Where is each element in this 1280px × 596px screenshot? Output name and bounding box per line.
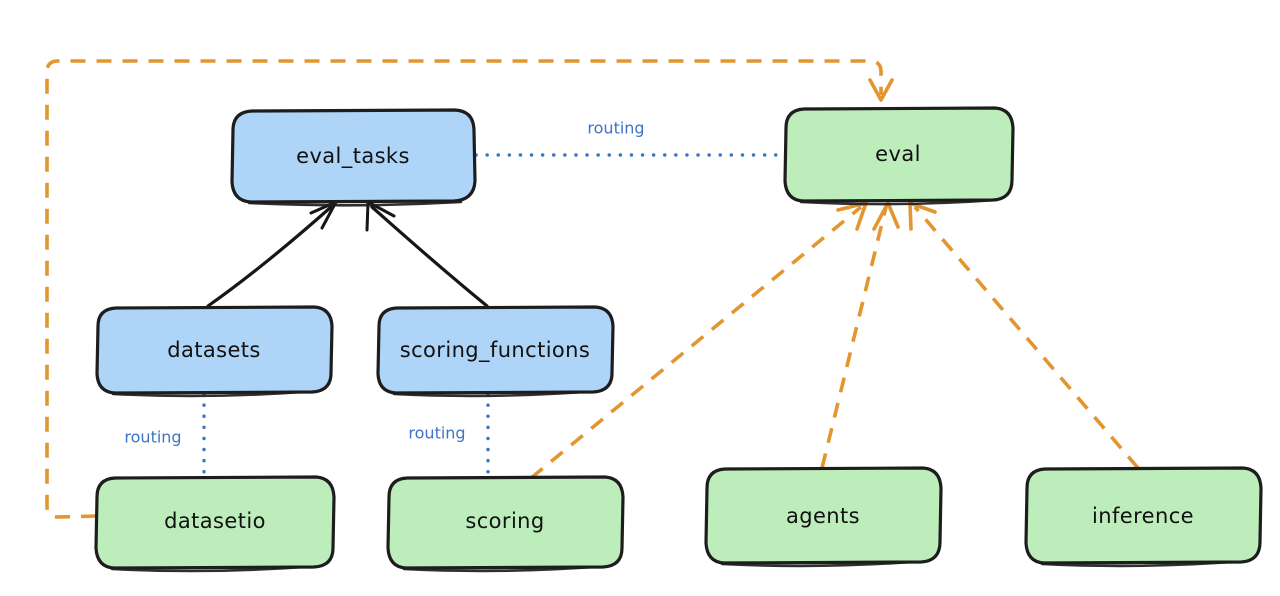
- node-eval-label: eval: [875, 142, 921, 166]
- node-datasetio-label: datasetio: [164, 509, 266, 533]
- node-agents-label: agents: [786, 504, 860, 528]
- node-eval[interactable]: eval: [783, 106, 1015, 206]
- node-eval_tasks[interactable]: eval_tasks: [230, 108, 477, 207]
- edge-datasetio-eval-arrowhead: [868, 78, 894, 102]
- node-datasets-box: [95, 305, 334, 395]
- edge-label-routing-scoring: routing: [408, 424, 465, 443]
- node-datasetio[interactable]: datasetio: [94, 475, 336, 573]
- edge-scoring_functions-eval_tasks[interactable]: [365, 200, 489, 308]
- node-scoring_functions-box: [376, 305, 615, 395]
- node-group: eval_tasks eval datasets scoring_functio…: [94, 106, 1263, 573]
- edge-label-routing-datasetio: routing: [124, 428, 181, 447]
- node-datasets[interactable]: datasets: [95, 305, 334, 398]
- node-scoring-label: scoring: [465, 509, 544, 533]
- node-inference[interactable]: inference: [1024, 466, 1263, 568]
- edge-inference-eval-path: [913, 205, 1140, 470]
- node-scoring[interactable]: scoring: [386, 475, 625, 573]
- edge-group-solid: [206, 200, 489, 308]
- node-scoring-box: [386, 475, 625, 570]
- edge-scoring_functions-eval_tasks-path: [370, 205, 489, 308]
- edge-datasets-eval_tasks[interactable]: [206, 200, 338, 308]
- node-eval_tasks-shadow: [247, 200, 463, 207]
- edge-scoring-eval-path: [529, 205, 863, 480]
- node-scoring_functions-label: scoring_functions: [400, 338, 590, 363]
- node-inference-box: [1024, 466, 1263, 565]
- node-datasetio-box: [94, 475, 336, 570]
- node-scoring_functions[interactable]: scoring_functions: [376, 305, 615, 398]
- edge-agents-eval-arrowhead: [872, 201, 900, 231]
- edge-group-routing: [202, 153, 786, 479]
- node-eval-box: [783, 106, 1015, 203]
- node-datasets-label: datasets: [167, 338, 261, 362]
- node-agents[interactable]: agents: [704, 466, 943, 568]
- edge-scoring-eval-arrowhead: [836, 201, 868, 231]
- node-eval_tasks-box: [230, 108, 477, 204]
- node-eval_tasks-label: eval_tasks: [296, 144, 410, 169]
- edge-label-routing-eval: routing: [587, 119, 644, 138]
- edge-datasetio-eval[interactable]: [45, 59, 894, 519]
- edge-datasets-eval_tasks-path: [206, 205, 333, 308]
- edge-agents-eval-path: [820, 206, 888, 469]
- edge-datasetio-eval-path: [45, 59, 883, 519]
- edge-label-group: routing routing routing: [124, 119, 644, 447]
- node-agents-box: [704, 466, 943, 565]
- edge-agents-eval[interactable]: [820, 201, 900, 469]
- edge-inference-eval[interactable]: [908, 201, 1140, 470]
- node-inference-label: inference: [1092, 504, 1194, 528]
